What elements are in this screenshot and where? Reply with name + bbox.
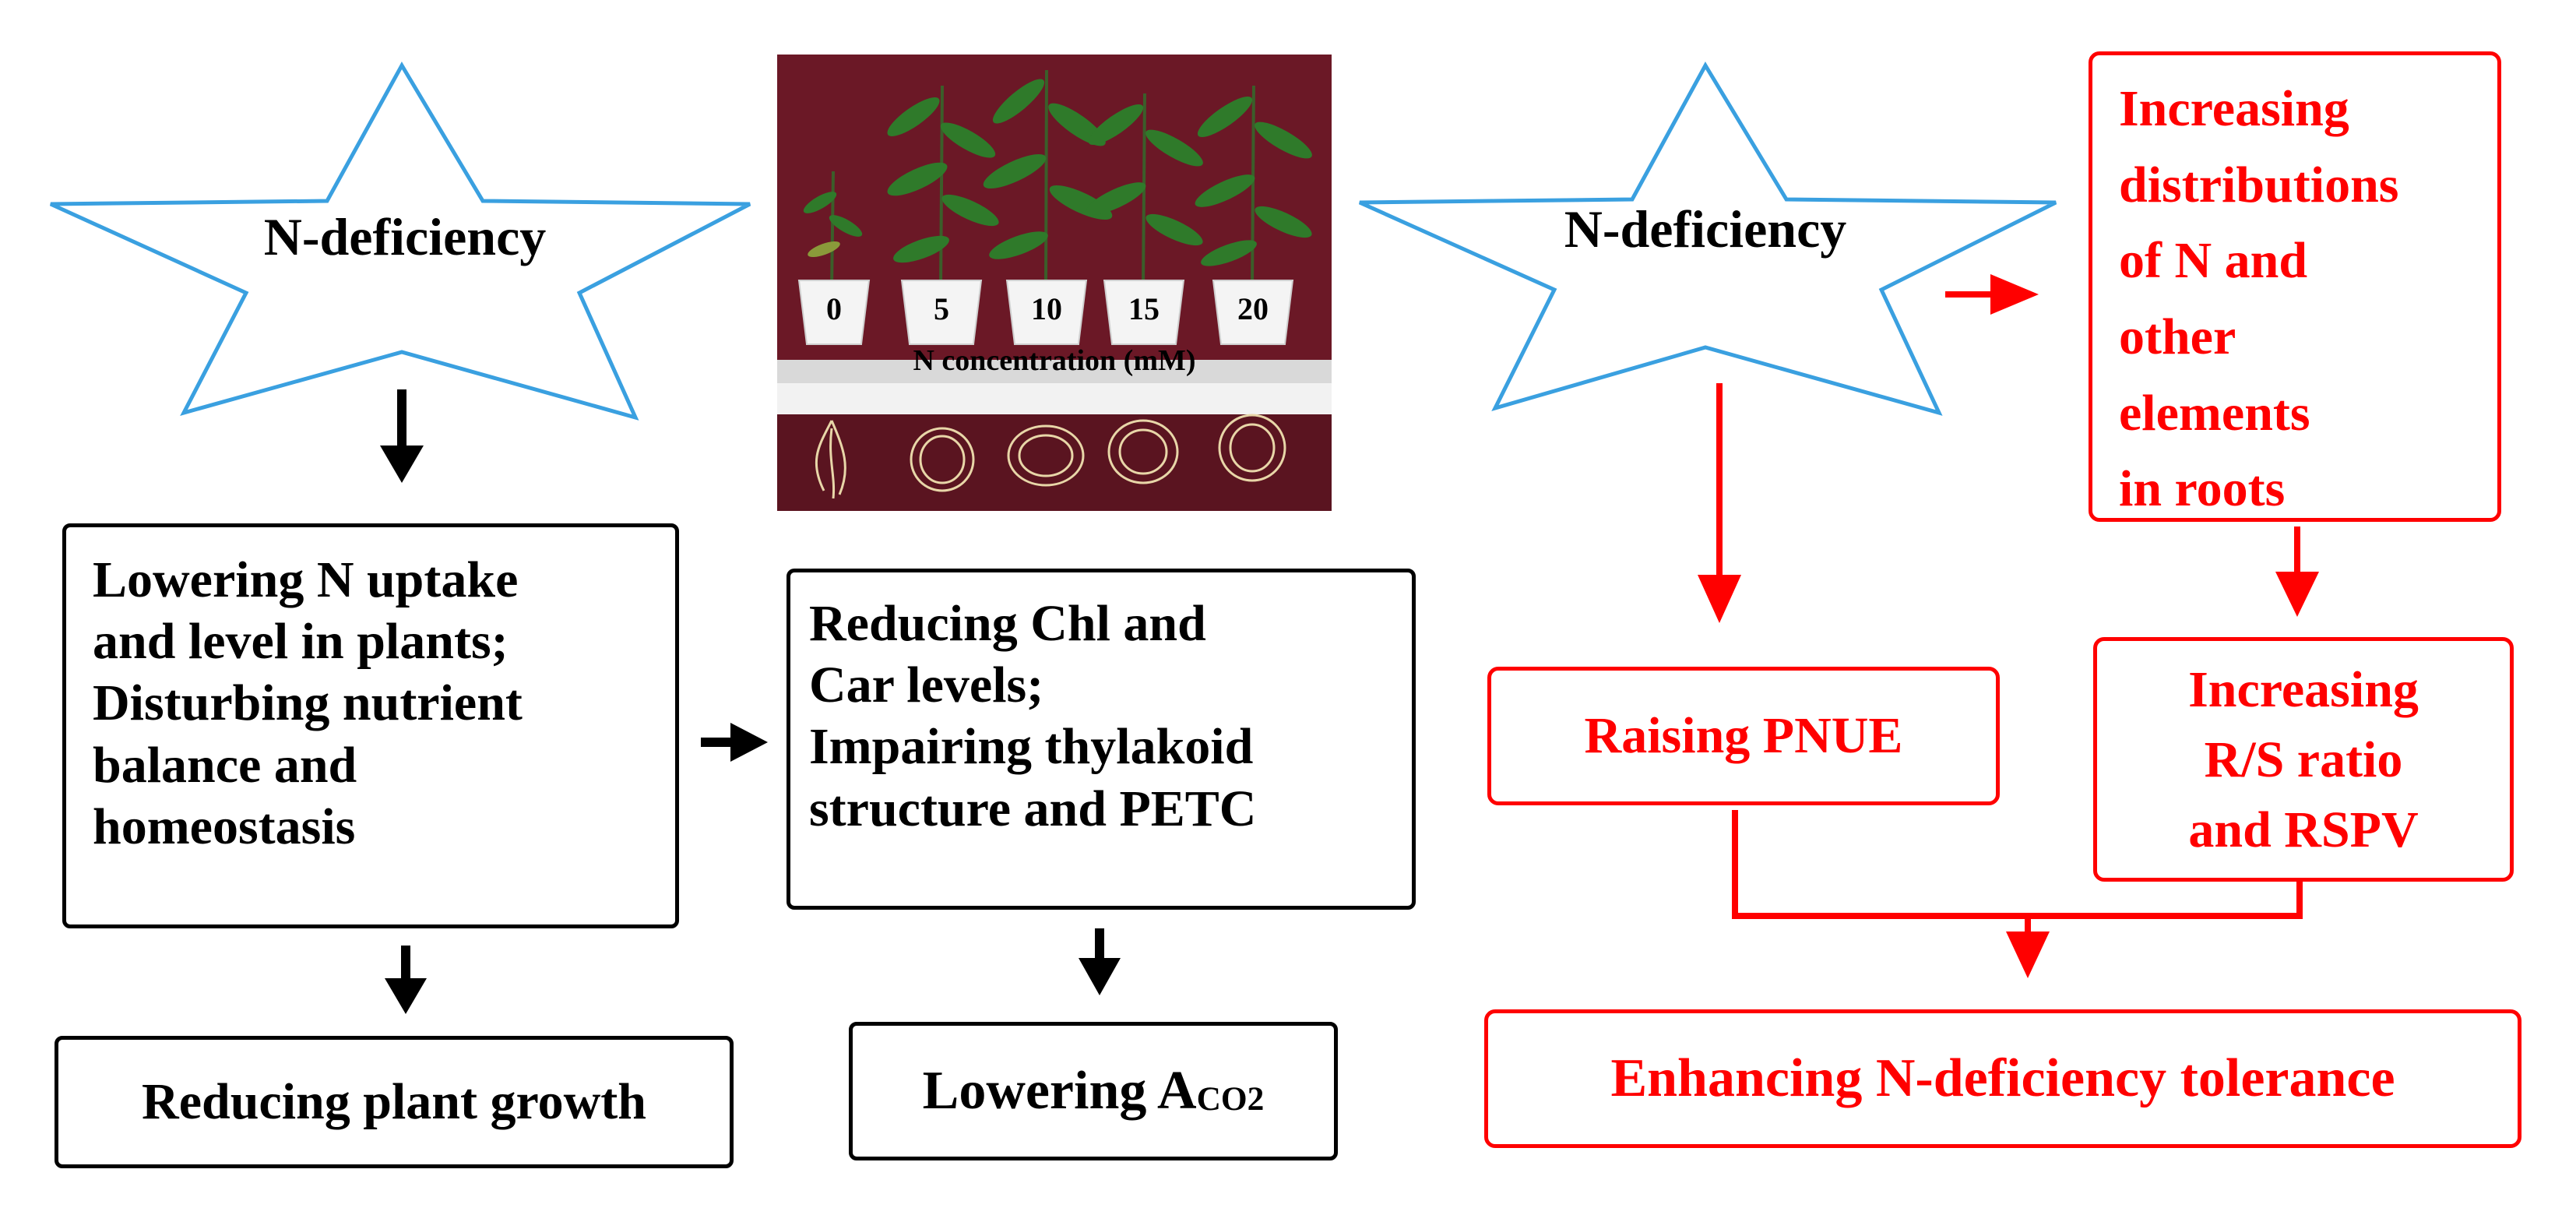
box-raising-pnue: Raising PNUE: [1487, 667, 2000, 805]
box2-line-3: Impairing thylakoid: [809, 718, 1254, 776]
box4-main: Lowering A: [922, 1061, 1197, 1121]
dist-line-2: distributions: [2119, 156, 2399, 213]
box4-text: Lowering ACO2: [923, 1058, 1265, 1124]
root-balls: [815, 414, 1286, 499]
box1-line-2: and level in plants;: [93, 613, 509, 671]
box-increasing-distributions: Increasing distributions of N and other …: [2089, 51, 2501, 522]
red-arrows: [1698, 274, 2319, 978]
right-star-shape: [1358, 61, 2057, 416]
box-lowering-n-uptake: Lowering N uptake and level in plants; D…: [62, 523, 679, 928]
rs-line-1: Increasing: [2188, 661, 2419, 718]
left-star-shape: [49, 61, 751, 421]
right-star-label-text: N-deficiency: [1564, 199, 1847, 259]
box3-text: Reducing plant growth: [142, 1073, 646, 1131]
photo-axis-label: N concentration (mM): [913, 344, 1195, 377]
plant-photo: 0 5 10 15 20 N concentration (mM): [777, 55, 1332, 511]
box-increasing-rs-ratio: Increasing R/S ratio and RSPV: [2093, 637, 2514, 882]
dist-line-3: of N and: [2119, 232, 2308, 290]
box2-line-1: Reducing Chl and: [809, 595, 1206, 652]
box1-line-4: balance and: [93, 736, 357, 794]
box1-line-5: homeostasis: [93, 798, 356, 855]
box-enhancing-tolerance: Enhancing N-deficiency tolerance: [1484, 1009, 2521, 1148]
box1-line-1: Lowering N uptake: [93, 551, 519, 608]
pnue-text: Raising PNUE: [1584, 707, 1903, 765]
rs-line-2: R/S ratio: [2204, 731, 2403, 788]
plant-stems: [830, 69, 1255, 289]
pot-label-3: 15: [1128, 291, 1160, 326]
black-arrows: [380, 389, 1121, 1014]
box-reducing-plant-growth: Reducing plant growth: [55, 1036, 734, 1168]
dist-line-6: in roots: [2119, 460, 2286, 518]
pot-label-2: 10: [1031, 291, 1062, 326]
box-reducing-chl: Reducing Chl and Car levels; Impairing t…: [787, 569, 1416, 910]
tolerance-text: Enhancing N-deficiency tolerance: [1610, 1048, 2395, 1108]
box4-subscript: CO2: [1196, 1080, 1265, 1118]
box2-line-2: Car levels;: [809, 657, 1044, 714]
dist-line-1: Increasing: [2119, 80, 2349, 137]
left-star-label: N-deficiency: [187, 195, 623, 280]
pot-label-0: 0: [826, 291, 842, 326]
pot-labels: 0 5 10 15 20: [826, 291, 1269, 326]
dist-line-4: other: [2119, 308, 2236, 366]
right-star-label: N-deficiency: [1487, 187, 1923, 273]
pot-label-4: 20: [1237, 291, 1269, 326]
box-lowering-aco2: Lowering ACO2: [849, 1022, 1338, 1160]
left-star-label-text: N-deficiency: [263, 207, 547, 267]
pots: [797, 280, 1294, 345]
plant-leaves: [803, 79, 1312, 266]
pot-label-1: 5: [934, 291, 949, 326]
dist-line-5: elements: [2119, 384, 2310, 442]
box2-line-4: structure and PETC: [809, 780, 1257, 837]
rs-line-3: and RSPV: [2188, 801, 2419, 858]
box1-line-3: Disturbing nutrient: [93, 674, 523, 732]
plant-photo-drawing: 0 5 10 15 20 N concentration (mM): [777, 55, 1332, 511]
